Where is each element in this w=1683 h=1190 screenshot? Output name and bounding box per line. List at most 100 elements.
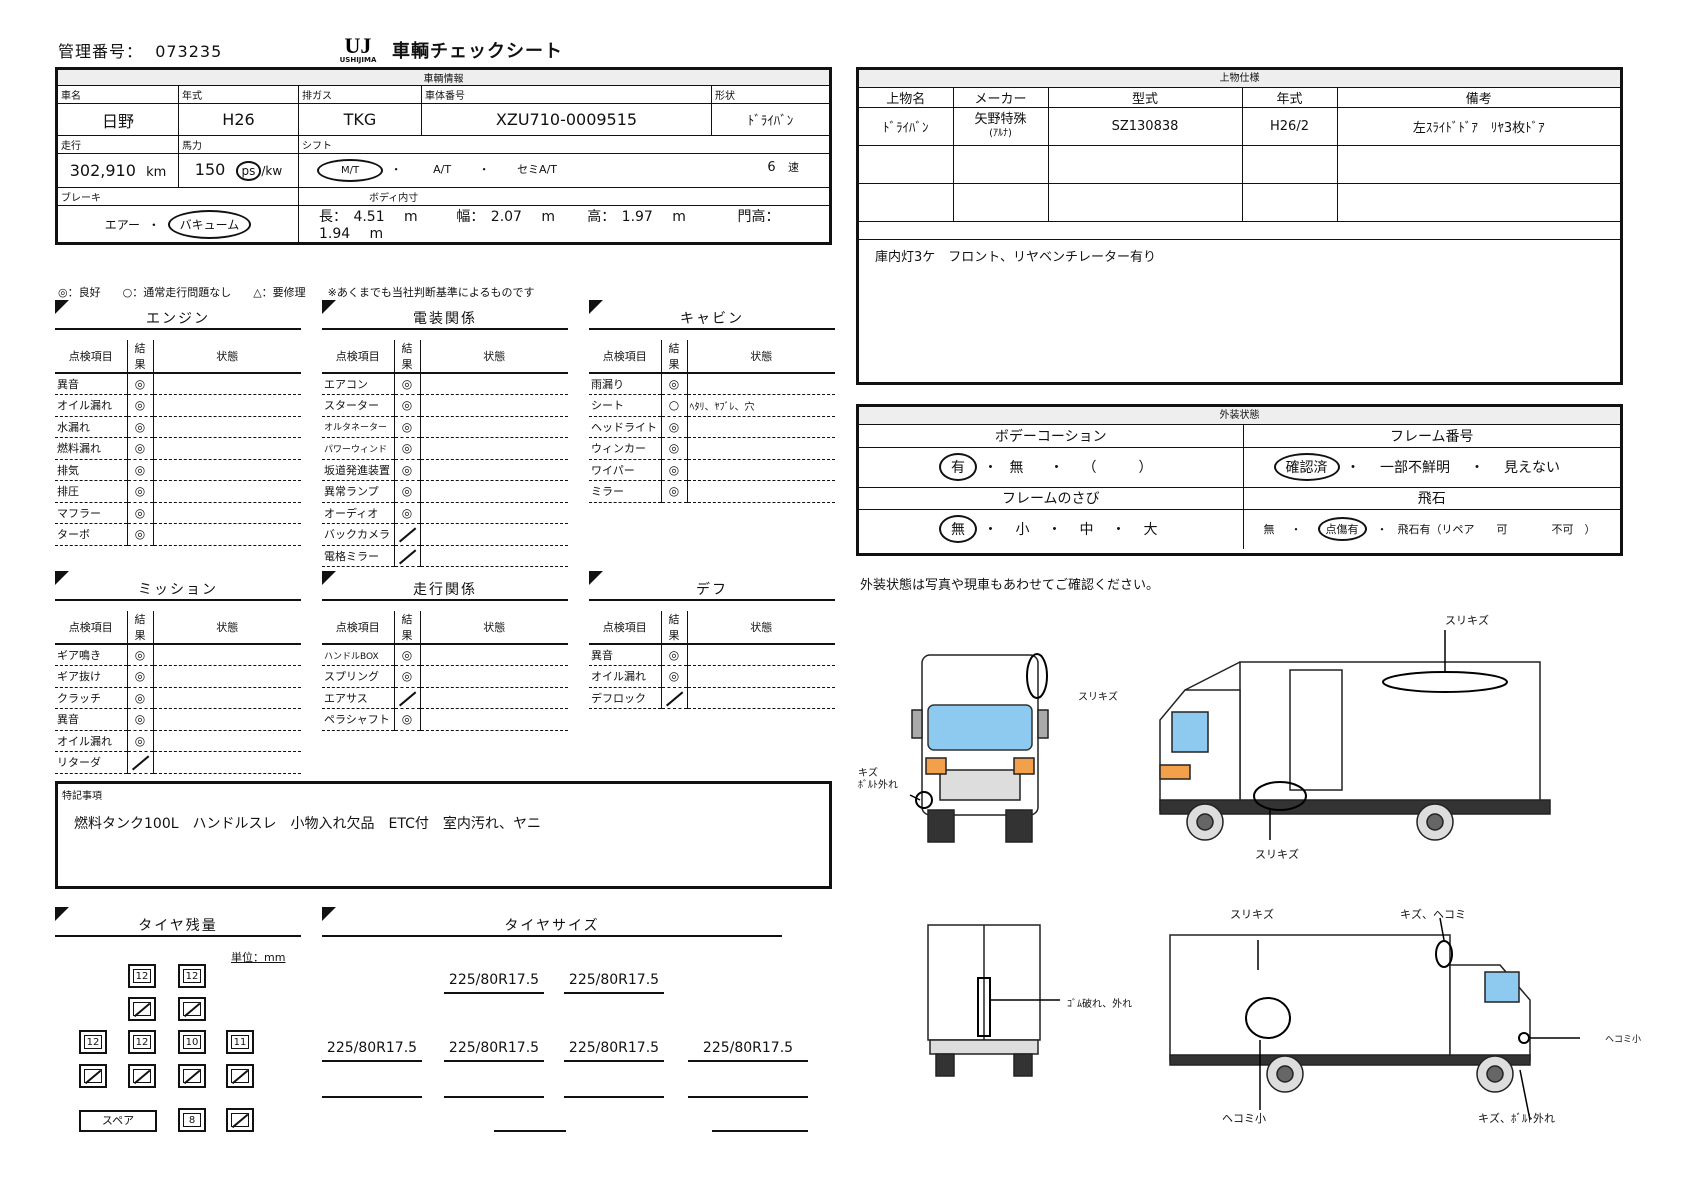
dot: ・	[390, 163, 402, 176]
special-notes-text: 燃料タンク100L ハンドルスレ 小物入れ欠品 ETC付 室内汚れ、ヤニ	[74, 816, 542, 832]
check-state	[687, 416, 835, 438]
check-row: マフラー◎	[55, 502, 301, 524]
check-row: 異音◎	[589, 644, 835, 666]
check-item: オイル漏れ	[55, 730, 127, 752]
body-width: 2.07	[490, 209, 522, 225]
check-state	[153, 373, 301, 395]
header-state: 状態	[687, 340, 835, 374]
label-body: ボディ内寸	[298, 187, 831, 206]
dot: ・	[478, 163, 490, 176]
check-item: 雨漏り	[589, 373, 661, 395]
damage-note-10: ヘコミ小	[1605, 1035, 1642, 1045]
tyre-remain-title: タイヤ残量	[138, 918, 218, 934]
body-coating-label: ボデーコーション	[859, 425, 1244, 447]
tyre-value: 12	[133, 969, 151, 983]
check-row: ウィンカー◎	[589, 437, 835, 460]
running-title: 走行関係	[413, 582, 477, 598]
check-item: ウィンカー	[589, 437, 661, 460]
check-result: ◎	[393, 644, 421, 666]
check-state	[420, 687, 568, 709]
check-result: ◎	[660, 437, 688, 460]
check-item: ヘッドライト	[589, 416, 661, 438]
check-item: スプリング	[322, 665, 394, 688]
frame-rust-none: 無	[939, 515, 977, 544]
upper-maker-sub: (ｱﾙﾅ)	[989, 127, 1012, 139]
upper-header-model: 型式	[1048, 88, 1243, 108]
tyre-rear-4: 11	[226, 1030, 254, 1054]
door-height: 1.94	[319, 226, 351, 242]
check-item: 異音	[589, 644, 661, 666]
check-item: 水漏れ	[55, 416, 127, 438]
mileage-value: 302,910	[69, 161, 136, 180]
dot: ・	[1469, 460, 1484, 476]
check-item: オーディオ	[322, 502, 394, 524]
power-value: 150	[194, 160, 226, 179]
frame-rust-mid: 中	[1079, 522, 1094, 539]
management-label: 管理番号：	[58, 42, 144, 61]
check-result: ◎	[126, 394, 154, 417]
check-state	[420, 459, 568, 481]
body-height-label: 高：	[587, 209, 616, 225]
check-item: ペラシャフト	[322, 708, 394, 731]
engine-check-table: 点検項目結果状態異音◎オイル漏れ◎水漏れ◎燃料漏れ◎排気◎排圧◎マフラー◎ターボ…	[55, 340, 301, 546]
check-item: 燃料漏れ	[55, 437, 127, 460]
check-row: ターボ◎	[55, 523, 301, 546]
label-chassis: 車体番号	[421, 85, 712, 104]
tyre-spare-2	[226, 1108, 254, 1132]
check-state	[153, 687, 301, 709]
chips-none: 無	[1263, 523, 1275, 537]
check-row: 坂道発進装置◎	[322, 459, 568, 481]
frame-number-label: フレーム番号	[1389, 428, 1474, 445]
check-row: オルタネーター◎	[322, 416, 568, 438]
frame-number-invisible: 見えない	[1503, 460, 1560, 476]
header-result: 結果	[393, 340, 421, 374]
power-cell: 150 ps/kw	[178, 153, 299, 188]
check-state	[420, 437, 568, 460]
shift-cell: M/T ・ A/T ・ セミA/T 6 速	[298, 153, 831, 188]
tyre-value: 11	[231, 1035, 249, 1049]
upper-body-heading: 上物仕様	[859, 70, 1620, 88]
damage-note-9: キズ、ヘコミ	[1400, 908, 1466, 921]
unit-m: m	[541, 209, 555, 225]
check-result: ◎	[126, 687, 154, 709]
check-item: オイル漏れ	[55, 394, 127, 417]
check-state	[687, 373, 835, 395]
vehicle-shape: ﾄﾞﾗｲﾊﾞﾝ	[711, 103, 831, 136]
shift-mt: M/T	[317, 159, 384, 182]
damage-note-12: キズ、ﾎﾞﾙﾄ外れ	[1478, 1112, 1555, 1125]
body-width-label: 幅：	[456, 209, 485, 225]
header-result: 結果	[660, 340, 688, 374]
check-result-na	[393, 687, 421, 709]
tyre-rear-1b	[79, 1064, 107, 1088]
check-row: 燃料漏れ◎	[55, 437, 301, 460]
damage-note-8: スリキズ	[1230, 908, 1274, 921]
header-result: 結果	[393, 611, 421, 645]
damage-note-1: スリキズ	[1445, 614, 1489, 627]
electric-check-table: 点検項目結果状態エアコン◎スターター◎オルタネーター◎パワーウィンド◎坂道発進装…	[322, 340, 568, 567]
dot: ・	[1111, 522, 1126, 539]
tyre-front-left: 12	[128, 964, 156, 988]
check-item: オイル漏れ	[589, 665, 661, 688]
tyre-front-right: 12	[178, 964, 206, 988]
upper-note: 左ｽﾗｲﾄﾞﾄﾞｱ ﾘﾔ3枚ﾄﾞｱ	[1412, 121, 1545, 136]
diff-title: デフ	[696, 582, 728, 598]
truck-damage-diagram	[909, 630, 1580, 1121]
brake-cell: エアー ・ バキューム	[56, 205, 299, 244]
damage-note-3: キズﾎﾞﾙﾄ外れ	[858, 768, 898, 792]
upper-body-table: 上物名 メーカー 型式 年式 備考 ﾄﾞﾗｲﾊﾞﾝ 矢野特殊(ｱﾙﾅ) SZ13…	[859, 88, 1620, 222]
check-row: ハンドルBOX◎	[322, 644, 568, 666]
check-row: ギア抜け◎	[55, 665, 301, 688]
check-state	[153, 459, 301, 481]
check-state	[153, 502, 301, 524]
door-height-label: 門高：	[737, 209, 780, 225]
tyre-value: 12	[133, 1035, 151, 1049]
frame-number-confirmed: 確認済	[1273, 453, 1340, 481]
body-dimensions-cell: 長： 4.51 m 幅： 2.07 m 高： 1.97 m 門高： 1.94 m	[298, 205, 831, 244]
exterior-condition: 外装状態 ボデーコーション フレーム番号 有 ・無・（ ） 確認済 ・一部不鮮明…	[856, 404, 1623, 556]
check-item: エアコン	[322, 373, 394, 395]
tyre-size-rear-3: 225/80R17.5	[564, 1040, 664, 1062]
truck-side-view	[1159, 630, 1551, 841]
body-coating-options: 有 ・無・（ ）	[859, 447, 1244, 487]
damage-note-3a: キズ	[858, 768, 878, 779]
check-item: 異音	[55, 708, 127, 731]
